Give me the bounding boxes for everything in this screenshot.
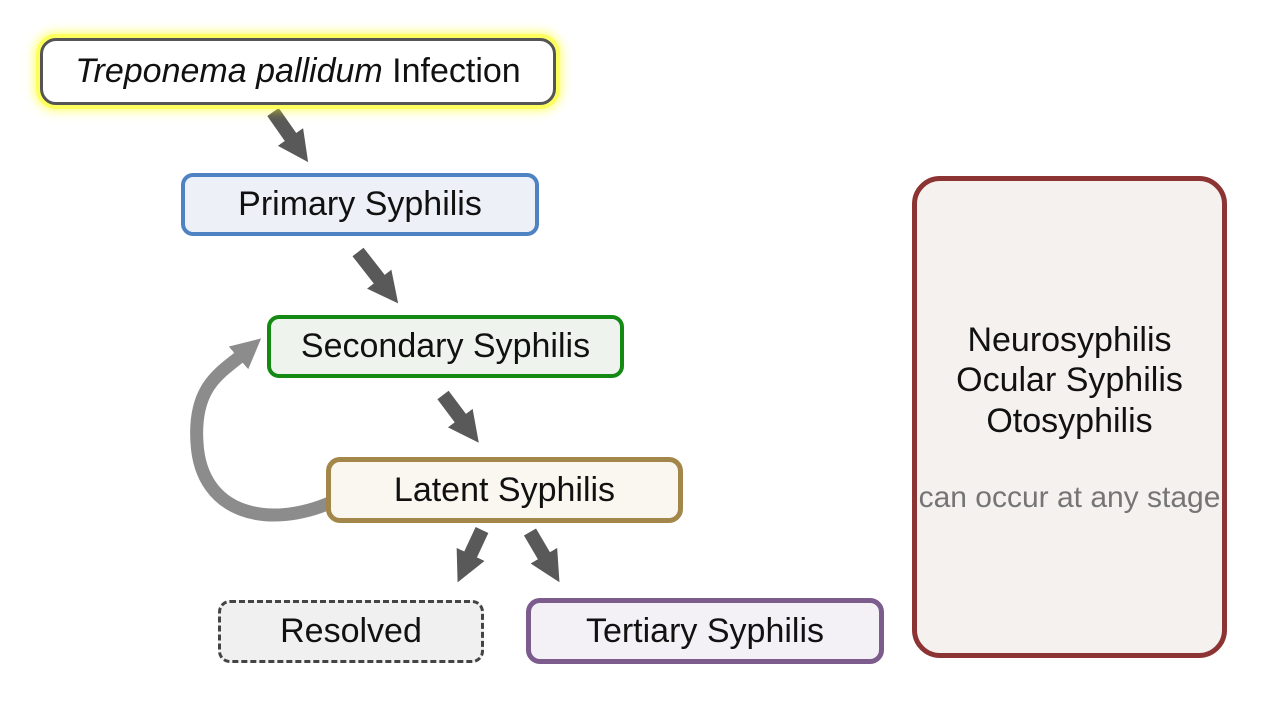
complications-list: Neurosyphilis Ocular Syphilis Otosyphili… bbox=[956, 320, 1183, 440]
stage-box-tertiary: Tertiary Syphilis bbox=[526, 598, 884, 664]
infection-label: Treponema pallidum Infection bbox=[75, 52, 520, 91]
stage-label-tertiary: Tertiary Syphilis bbox=[585, 611, 825, 650]
species-name: Treponema pallidum bbox=[75, 52, 383, 90]
stage-label-latent: Latent Syphilis bbox=[393, 470, 616, 509]
complications-panel: Neurosyphilis Ocular Syphilis Otosyphili… bbox=[912, 176, 1227, 658]
arrow-latent-relapse-to-secondary bbox=[190, 338, 335, 522]
infection-suffix: Infection bbox=[382, 52, 521, 90]
arrow-secondary-to-latent bbox=[437, 390, 479, 443]
infection-box: Treponema pallidum Infection bbox=[40, 38, 556, 105]
arrow-primary-to-secondary bbox=[352, 247, 399, 304]
complications-note: can occur at any stage bbox=[918, 480, 1221, 514]
stage-label-resolved: Resolved bbox=[280, 612, 422, 650]
complication-otosyphilis: Otosyphilis bbox=[986, 401, 1153, 440]
arrow-latent-to-tertiary bbox=[523, 528, 560, 583]
stage-label-primary: Primary Syphilis bbox=[238, 185, 482, 223]
stage-box-latent: Latent Syphilis bbox=[326, 457, 683, 523]
stage-label-secondary: Secondary Syphilis bbox=[300, 327, 591, 365]
arrow-infection-to-primary bbox=[267, 107, 309, 163]
complication-neurosyphilis: Neurosyphilis bbox=[967, 321, 1172, 360]
stage-box-primary: Primary Syphilis bbox=[181, 173, 539, 236]
arrow-latent-to-resolved bbox=[456, 527, 489, 583]
complication-ocular-syphilis: Ocular Syphilis bbox=[956, 361, 1183, 400]
stage-box-secondary: Secondary Syphilis bbox=[267, 315, 624, 378]
stage-box-resolved: Resolved bbox=[218, 600, 484, 663]
